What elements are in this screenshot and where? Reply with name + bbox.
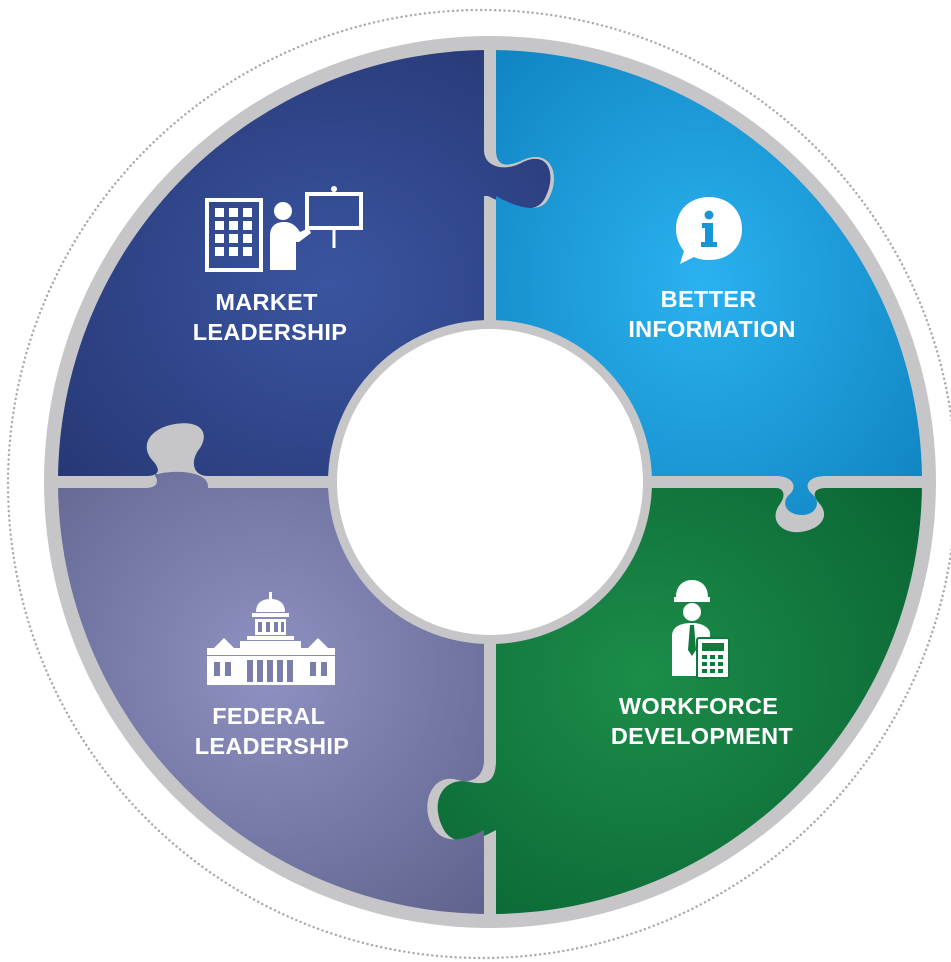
svg-text:MARKET LEADERSHIP: MARKET LEADERSHIP	[193, 289, 347, 345]
label-market-line1: MARKET	[215, 289, 318, 315]
svg-text:FEDERAL LEADERSHIP: FEDERAL LEADERSHIP	[195, 703, 349, 759]
center-circle-inner	[337, 329, 643, 635]
label-market-line2: LEADERSHIP	[193, 319, 347, 345]
building-presenter-icon	[205, 186, 363, 272]
label-federal-line1: FEDERAL	[212, 703, 325, 729]
outer-dotted-ring	[6, 8, 951, 960]
label-info-line2: INFORMATION	[628, 316, 795, 342]
worker-calculator-icon	[672, 580, 730, 679]
svg-text:WORKFORCE DEVELOPMENT: WORKFORCE DEVELOPMENT	[611, 693, 794, 749]
label-info-line1: BETTER	[661, 286, 757, 312]
label-federal-line2: LEADERSHIP	[195, 733, 349, 759]
label-workforce-line2: DEVELOPMENT	[611, 723, 794, 749]
capitol-building-icon	[207, 592, 335, 685]
info-bubble-icon	[676, 197, 742, 264]
svg-text:BETTER INFORMATION: BETTER INFORMATION	[628, 286, 795, 342]
label-workforce-line1: WORKFORCE	[619, 693, 778, 719]
